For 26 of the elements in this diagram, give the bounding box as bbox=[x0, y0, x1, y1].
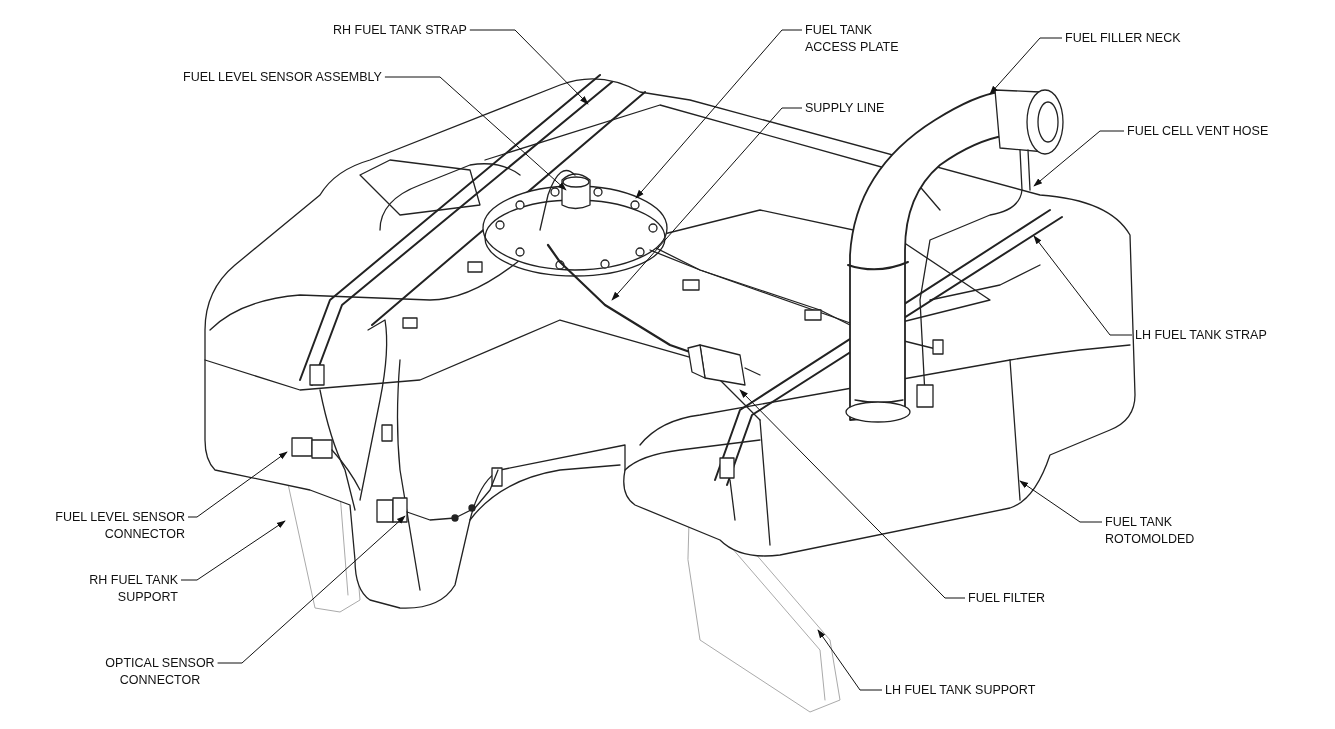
callout-label: LH FUEL TANK SUPPORT bbox=[885, 682, 1075, 699]
callout-label: FUEL LEVEL SENSOR ASSEMBLY bbox=[183, 69, 423, 86]
leader-line bbox=[217, 515, 406, 664]
callout-label: OPTICAL SENSOR CONNECTOR bbox=[90, 655, 230, 689]
leader-line bbox=[989, 37, 1063, 95]
callout-label: FUEL TANK ROTOMOLDED bbox=[1105, 514, 1210, 548]
callout-label: LH FUEL TANK STRAP bbox=[1135, 327, 1315, 344]
leader-line bbox=[611, 107, 803, 301]
leader-line bbox=[180, 520, 286, 581]
leader-line bbox=[1033, 130, 1125, 187]
callout-label: SUPPLY LINE bbox=[805, 100, 925, 117]
callout-label: FUEL FILLER NECK bbox=[1065, 30, 1215, 47]
callout-label: FUEL TANK ACCESS PLATE bbox=[805, 22, 925, 56]
callout-label: FUEL CELL VENT HOSE bbox=[1127, 123, 1297, 140]
leader-line bbox=[739, 389, 966, 599]
leader-line bbox=[187, 451, 288, 518]
leader-line bbox=[384, 76, 567, 191]
callout-label: RH FUEL TANK STRAP bbox=[333, 22, 493, 39]
callout-label: FUEL LEVEL SENSOR CONNECTOR bbox=[10, 509, 185, 543]
leader-line bbox=[469, 29, 589, 105]
leader-line bbox=[635, 29, 803, 199]
leader-line bbox=[817, 629, 883, 691]
callout-label: RH FUEL TANK SUPPORT bbox=[70, 572, 178, 606]
leader-line bbox=[1033, 235, 1133, 336]
callout-label: FUEL FILTER bbox=[968, 590, 1078, 607]
leader-line bbox=[1019, 480, 1103, 523]
